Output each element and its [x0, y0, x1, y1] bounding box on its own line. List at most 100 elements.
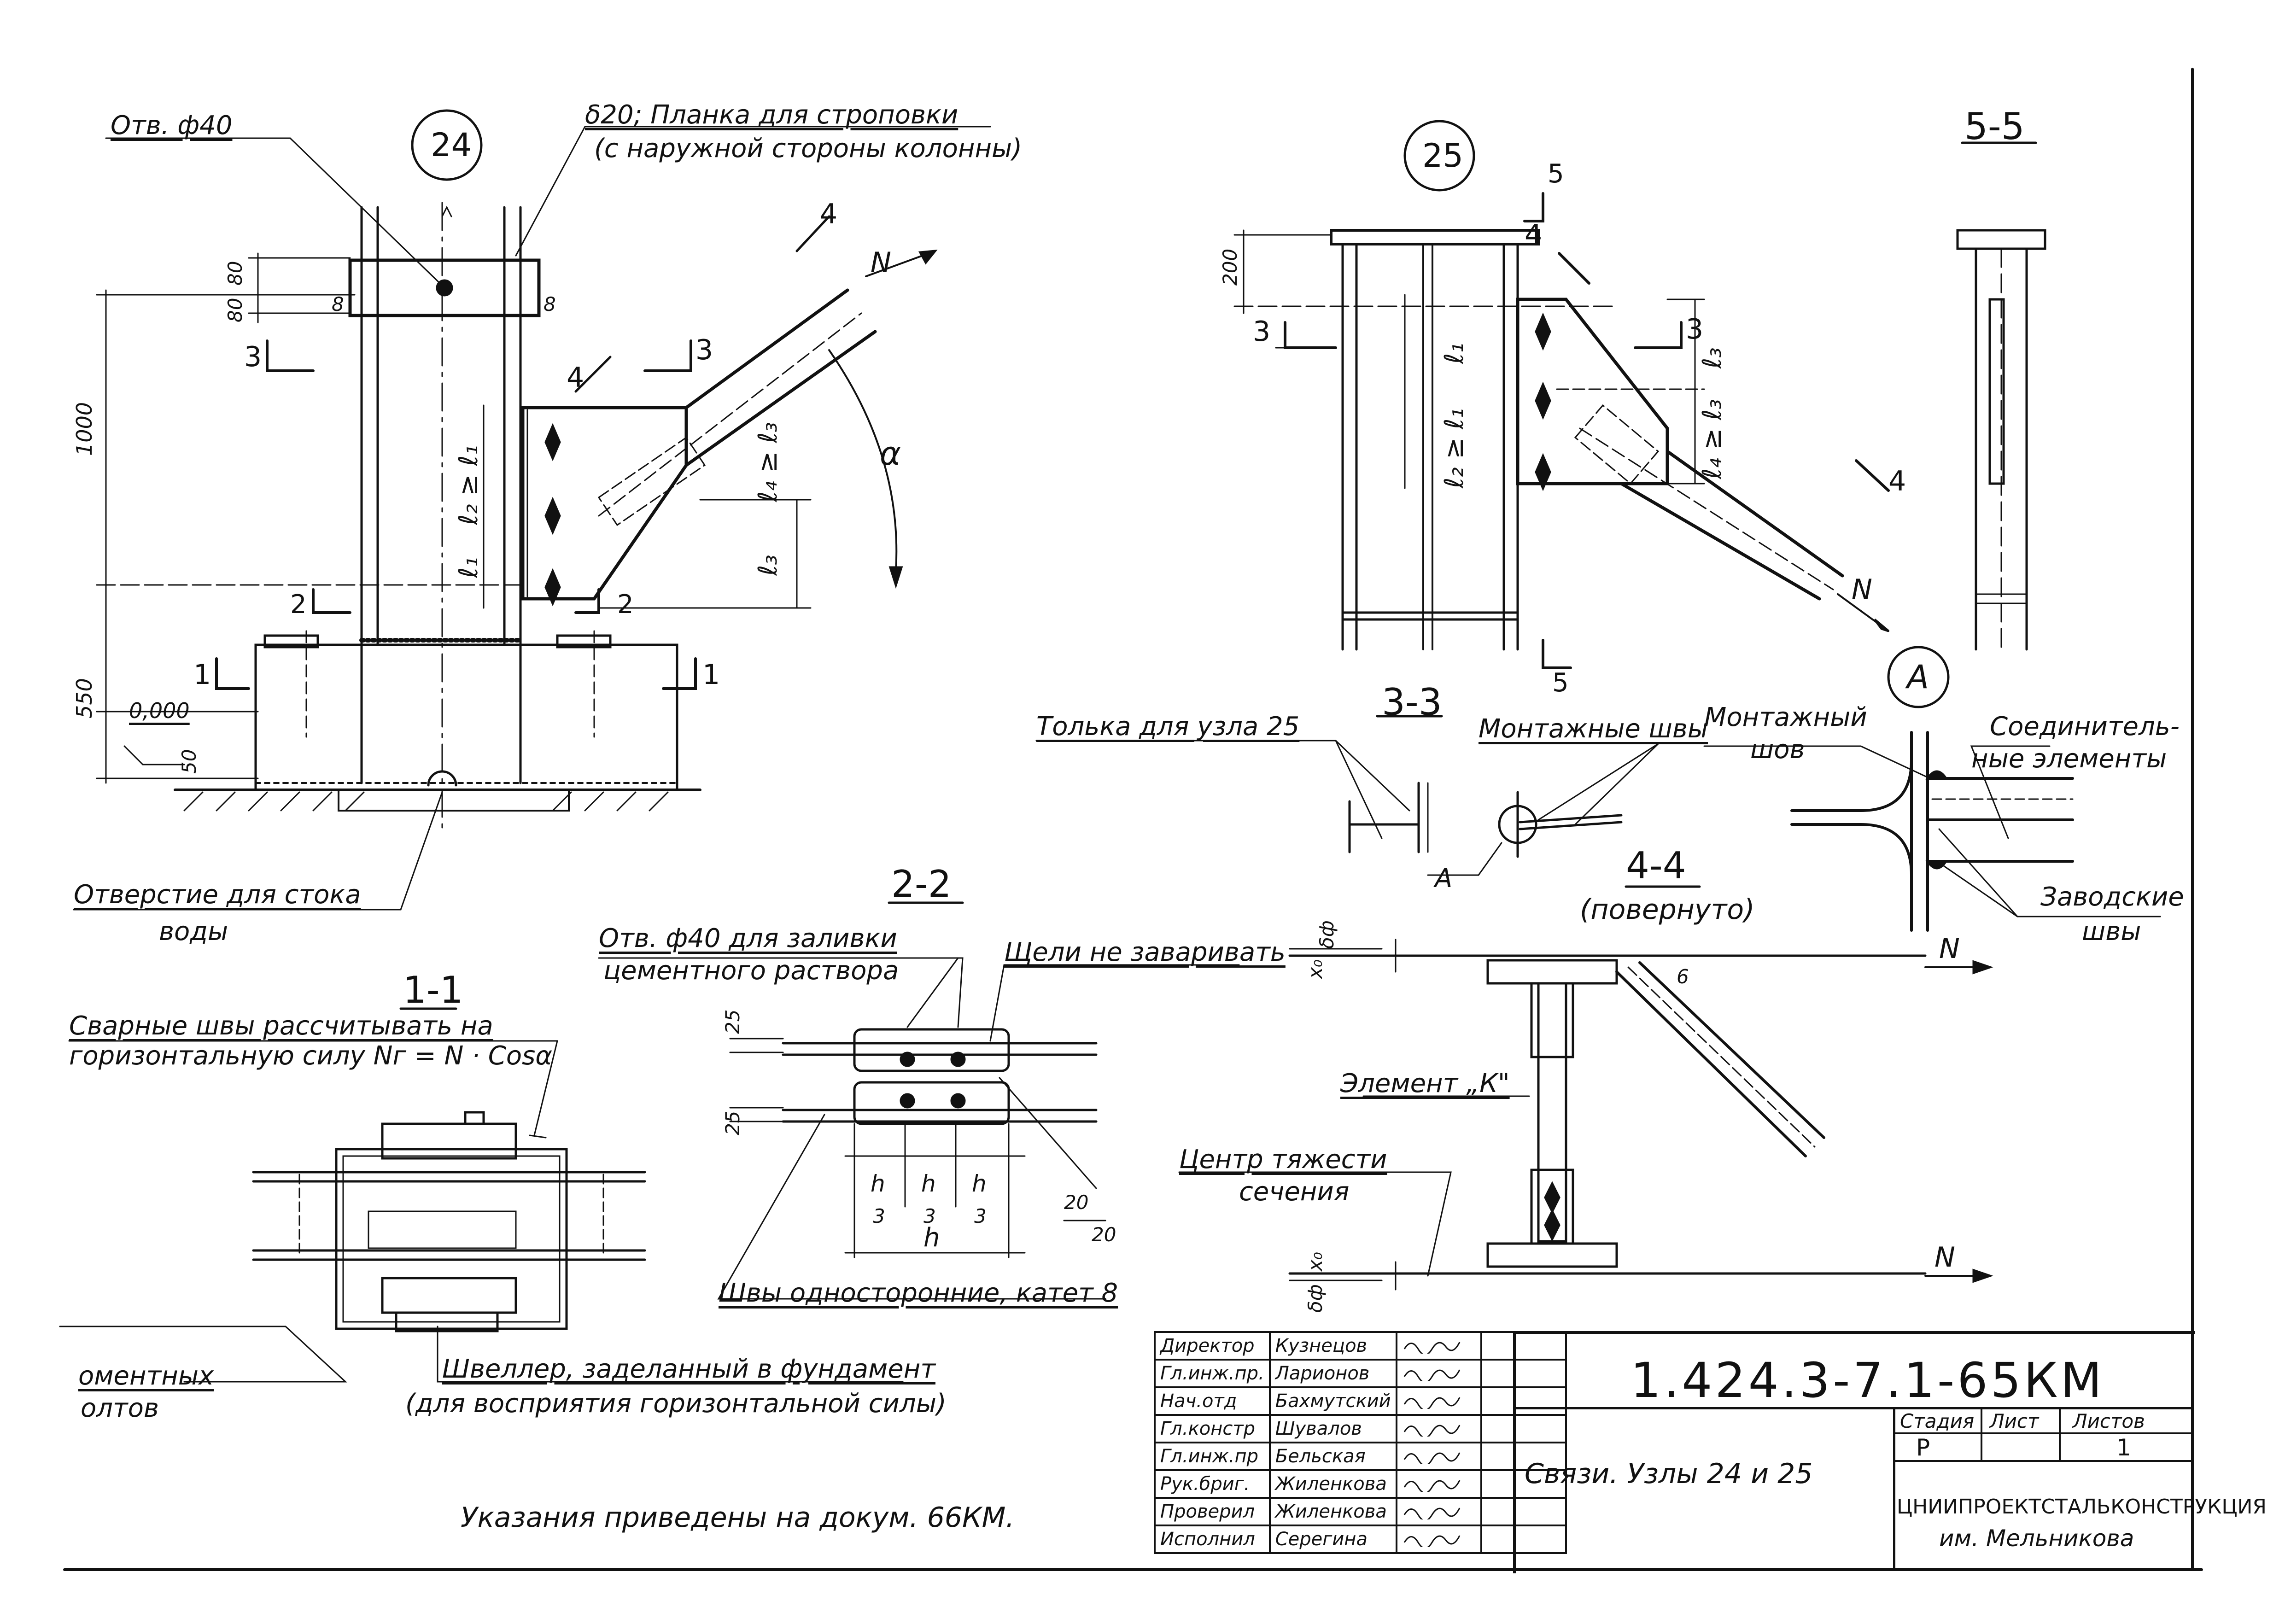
site-weld-label-1: Монтажный: [1704, 702, 1867, 732]
stage-label: Стадия: [1900, 1410, 1975, 1432]
site-weld-label-2: шов: [1750, 735, 1805, 765]
cut-3-left: 3: [244, 341, 262, 373]
detail-a-ref: А: [1435, 864, 1453, 894]
signature-scribble: [1395, 1525, 1482, 1554]
cut-3-left-25: 3: [1253, 315, 1271, 348]
stage-block: [1893, 1407, 2195, 1571]
cut-5-bottom: 5: [1552, 668, 1569, 698]
sheet-frame: [63, 68, 2203, 1571]
signer-role: Гл.констр: [1154, 1414, 1271, 1443]
signature-scribble: [1395, 1386, 1482, 1416]
dim-h: h: [923, 1223, 940, 1253]
section-2-2-drawing: [598, 901, 1240, 1300]
element-k-label: Элемент „К": [1340, 1069, 1510, 1098]
connectors-label-2: ные элементы: [1971, 744, 2167, 774]
level-zero: 0,000: [129, 698, 190, 723]
document-code: 1.424.3-7.1-65КМ: [1631, 1352, 2105, 1408]
dim-l2: ℓ₂ ≥ ℓ₁: [454, 445, 484, 525]
section-1-1-note-2: горизонтальную силу Nг = N · Cosα: [69, 1041, 553, 1071]
shim-label: Толька для узла 25: [1036, 712, 1300, 742]
force-n-top: N: [1939, 933, 1960, 965]
dim-h3-b: h: [921, 1170, 936, 1197]
node-24-marker: 24: [431, 126, 472, 164]
signer-row: Гл.инж.пр.Ларионов: [1154, 1359, 1567, 1388]
section-1-1-title: 1-1: [403, 969, 463, 1011]
dim-1000: 1000: [72, 402, 97, 456]
channel-label-1: Швеллер, заделанный в фундамент: [442, 1354, 935, 1384]
dim-550: 550: [72, 678, 97, 719]
section-4-4-title: 4-4: [1626, 844, 1686, 887]
date-cell: [1480, 1442, 1567, 1471]
signature-scribble: [1395, 1414, 1482, 1443]
stage-row-line-1: [1893, 1432, 2192, 1434]
section-4-4-drawing: [1178, 885, 1993, 1291]
title-block-frame: [1513, 1331, 2195, 1573]
signature-scribble: [1395, 1497, 1482, 1526]
sheets-label: Листов: [2073, 1410, 2145, 1432]
section-5-5-drawing: [1956, 141, 2046, 651]
section-2-2-title: 2-2: [891, 863, 952, 905]
sheet-label: Лист: [1990, 1410, 2039, 1432]
section-3-3-drawing: [1035, 715, 1659, 876]
dim-l2-25: ℓ₂ ≥ ℓ₁: [1439, 408, 1469, 488]
dim-20-a: 20: [1064, 1191, 1089, 1214]
cut-2-left: 2: [290, 590, 307, 619]
organization-name: ЦНИИПРОЕКТСТАЛЬКОНСТРУКЦИЯ: [1897, 1495, 2267, 1519]
weld-size-b: 8: [544, 293, 556, 315]
weld-6: 6: [1677, 965, 1689, 988]
signer-name: Бахмутский: [1268, 1386, 1397, 1416]
weld-size-a: 8: [332, 293, 344, 315]
section-4-4-subtitle: (повернуто): [1580, 894, 1755, 926]
date-cell: [1480, 1359, 1567, 1388]
dim-l3: ℓ₃: [753, 555, 783, 576]
dim-h3-a: h: [871, 1170, 885, 1197]
shop-welds-label-1: Заводские: [2040, 882, 2184, 912]
signer-name: Жиленкова: [1268, 1497, 1397, 1526]
gaps-label: Щели не заваривать: [1004, 937, 1286, 967]
detail-a-drawing: [1703, 646, 2161, 932]
connectors-label-1: Соединитель-: [1990, 712, 2180, 742]
stage-row-line-2: [1893, 1460, 2192, 1462]
node-24-drawing: [73, 109, 991, 911]
dim-h3-c: h: [972, 1170, 987, 1197]
signer-name: Бельская: [1268, 1442, 1397, 1471]
sf-bottom: δф: [1304, 1284, 1327, 1313]
force-n-24: N: [871, 246, 891, 279]
cut-2-right: 2: [617, 590, 634, 619]
signer-row: Рук.бриг.Жиленкова: [1154, 1469, 1567, 1499]
anchor-bolts-label-2: олтов: [81, 1393, 159, 1423]
grout-hole-label-1: Отв. ф40 для заливки: [599, 923, 897, 953]
sf-top: δф: [1315, 920, 1338, 949]
stage-col-line-2: [2059, 1407, 2061, 1460]
channel-label-2: (для восприятия горизонтальной силы): [405, 1389, 947, 1419]
cut-4-top-25: 4: [1525, 219, 1543, 251]
date-cell: [1480, 1386, 1567, 1416]
section-1-1-drawing: [59, 1007, 904, 1383]
signer-name: Жиленкова: [1268, 1469, 1397, 1499]
one-sided-welds-label: Швы односторонние, катет 8: [719, 1278, 1118, 1308]
centroid-label-1: Центр тяжести: [1179, 1145, 1387, 1174]
x0-bottom: x₀: [1304, 1252, 1327, 1271]
shop-welds-label-2: швы: [2082, 917, 2141, 946]
date-cell: [1480, 1469, 1567, 1499]
signer-role: Исполнил: [1154, 1525, 1271, 1554]
signer-role: Директор: [1154, 1331, 1271, 1361]
dim-three-c: 3: [974, 1205, 987, 1227]
cut-4-bottom-25: 4: [1888, 465, 1906, 497]
cut-1-left: 1: [193, 659, 211, 691]
signer-name: Серегина: [1268, 1525, 1397, 1554]
dim-20-b: 20: [1092, 1223, 1116, 1246]
angle-alpha: α: [880, 435, 901, 473]
dim-three-b: 3: [923, 1205, 936, 1227]
signature-scribble: [1395, 1331, 1482, 1361]
signer-name: Ларионов: [1268, 1359, 1397, 1388]
date-cell: [1480, 1414, 1567, 1443]
stage-value: Р: [1916, 1434, 1930, 1461]
dim-l1-25: ℓ₁: [1439, 343, 1469, 364]
